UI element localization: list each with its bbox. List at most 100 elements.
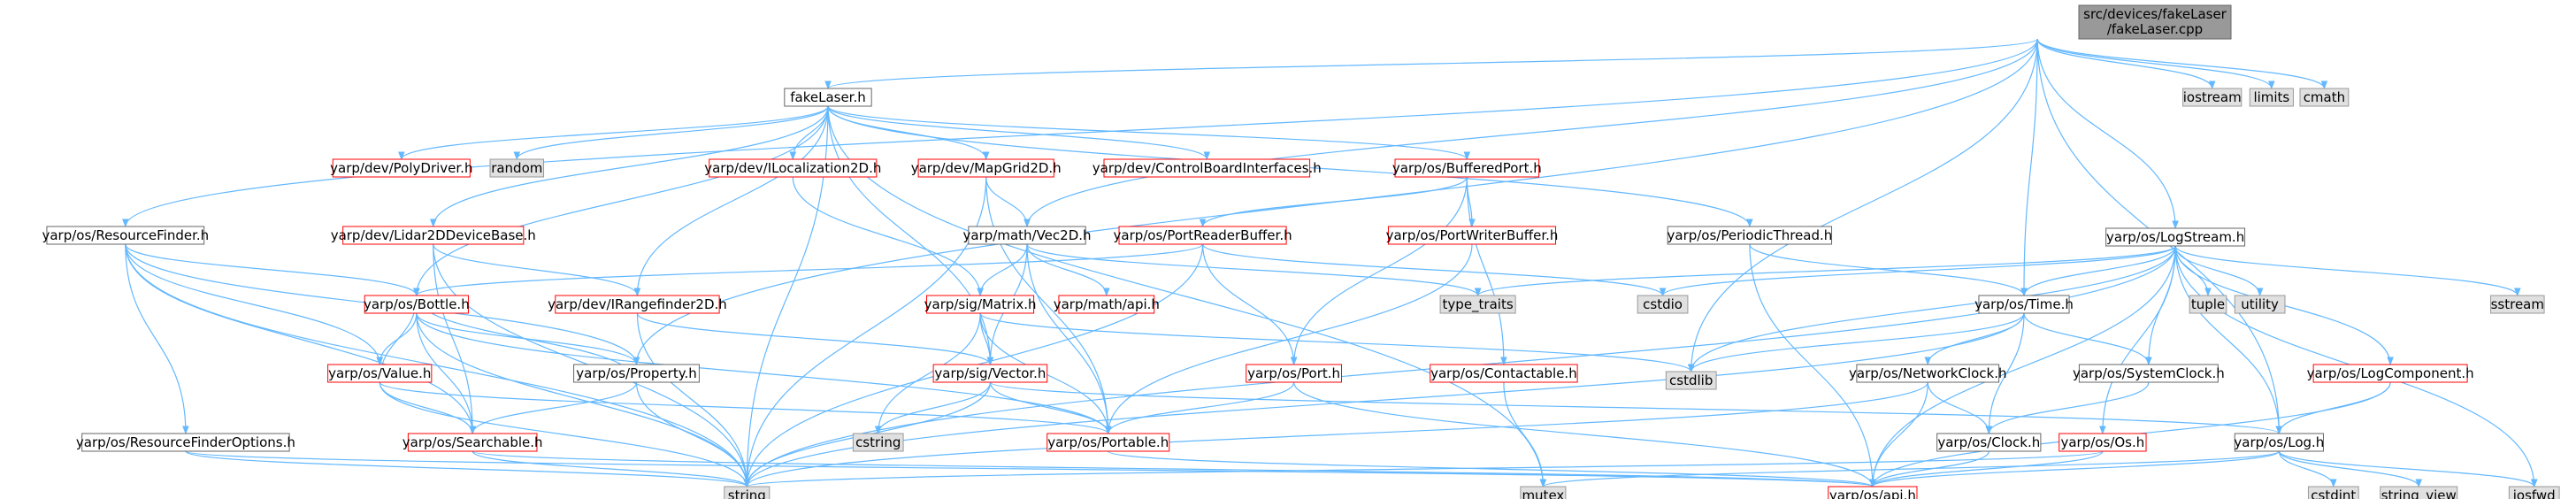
edge-root-to-Time <box>2020 38 2038 296</box>
edge-Log-to-mutex <box>1539 450 2280 487</box>
node-box-mutex <box>1520 486 1567 499</box>
node-fakeLaser_h[interactable]: fakeLaser.h <box>784 88 872 107</box>
node-PortWriterBuffer[interactable]: yarp/os/PortWriterBuffer.h <box>1386 226 1559 245</box>
node-ILocalization[interactable]: yarp/dev/ILocalization2D.h <box>704 158 881 178</box>
node-Vec2D[interactable]: yarp/math/Vec2D.h <box>963 226 1092 245</box>
node-Clock[interactable]: yarp/os/Clock.h <box>1936 433 2042 452</box>
node-box-LogStream <box>2105 227 2246 247</box>
node-osapi[interactable]: yarp/os/api.h <box>1828 486 1918 499</box>
node-sstream[interactable]: sstream <box>2490 295 2545 314</box>
node-box-ResourceFinder <box>46 226 205 245</box>
node-label-SystemClock: yarp/os/SystemClock.h <box>2073 365 2225 381</box>
node-box-PolyDriver <box>332 158 471 178</box>
node-label-Matrix: yarp/sig/Matrix.h <box>924 296 1037 312</box>
node-IRangefinder[interactable]: yarp/dev/IRangefinder2D.h <box>548 295 727 314</box>
node-iostream[interactable]: iostream <box>2182 88 2242 107</box>
edge-fakeLaser_h-to-random <box>513 105 829 160</box>
node-ResourceFinder[interactable]: yarp/os/ResourceFinder.h <box>42 226 209 245</box>
node-Log[interactable]: yarp/os/Log.h <box>2234 433 2324 452</box>
node-Portable[interactable]: yarp/os/Portable.h <box>1046 433 1170 452</box>
edge-Searchable-to-osapi <box>472 450 1876 487</box>
node-box-cstdio <box>1637 295 1689 314</box>
edge-LogStream-to-cstdio <box>1659 245 2176 296</box>
node-box-string_view <box>2380 486 2458 499</box>
edge-LogStream-to-Log <box>2174 245 2283 434</box>
edge-PortReaderBuffer-to-Bottle <box>413 243 1204 296</box>
node-LogStream[interactable]: yarp/os/LogStream.h <box>2105 227 2246 247</box>
edge-LogStream-to-tuple <box>2174 245 2212 296</box>
node-box-Value <box>327 364 433 383</box>
node-label-NetworkClock: yarp/os/NetworkClock.h <box>1849 365 2007 381</box>
node-cstdio[interactable]: cstdio <box>1637 295 1689 314</box>
node-box-cstdint <box>2307 486 2359 499</box>
edge-fakeLaser_h-to-Bottle <box>413 105 829 296</box>
edge-root-to-cmath <box>2036 38 2328 89</box>
edge-Lidar2D-to-IRangefinder <box>433 243 641 296</box>
node-box-cmath <box>2299 88 2350 107</box>
node-cmath[interactable]: cmath <box>2299 88 2350 107</box>
edge-Time-to-string <box>743 312 2025 487</box>
edge-LogStream-to-utility <box>2174 245 2264 296</box>
node-utility[interactable]: utility <box>2234 295 2286 314</box>
node-Value[interactable]: yarp/os/Value.h <box>327 364 433 383</box>
node-root[interactable]: src/devices/fakeLaser /fakeLaser.cpp <box>2078 4 2232 40</box>
node-ControlBoard[interactable]: yarp/dev/ControlBoardInterfaces.h <box>1092 158 1322 178</box>
edge-Vec2D-to-Matrix <box>977 243 1028 296</box>
node-label-RFOptions: yarp/os/ResourceFinderOptions.h <box>76 434 295 450</box>
edge-fakeLaser_h-to-PolyDriver <box>398 105 829 160</box>
node-box-MapGrid2D <box>917 158 1054 178</box>
node-OsOs[interactable]: yarp/os/Os.h <box>2058 433 2147 452</box>
node-label-Property: yarp/os/Property.h <box>576 365 696 381</box>
node-PortReaderBuffer[interactable]: yarp/os/PortReaderBuffer.h <box>1114 226 1292 245</box>
node-label-IRangefinder: yarp/dev/IRangefinder2D.h <box>548 296 727 312</box>
node-SystemClock[interactable]: yarp/os/SystemClock.h <box>2073 364 2225 383</box>
node-box-limits <box>2249 88 2294 107</box>
node-BufferedPort[interactable]: yarp/os/BufferedPort.h <box>1392 158 1542 178</box>
node-label-tuple: tuple <box>2191 296 2225 312</box>
node-Property[interactable]: yarp/os/Property.h <box>573 364 700 383</box>
edge-ILocalization-to-Matrix <box>792 176 984 296</box>
node-PolyDriver[interactable]: yarp/dev/PolyDriver.h <box>330 158 472 178</box>
node-Lidar2D[interactable]: yarp/dev/Lidar2DDeviceBase.h <box>331 226 536 245</box>
node-cstdint[interactable]: cstdint <box>2307 486 2359 499</box>
node-string_view[interactable]: string_view <box>2380 486 2458 499</box>
node-PeriodicThread[interactable]: yarp/os/PeriodicThread.h <box>1668 226 1833 245</box>
node-MapGrid2D[interactable]: yarp/dev/MapGrid2D.h <box>911 158 1062 178</box>
node-limits[interactable]: limits <box>2249 88 2294 107</box>
node-tuple[interactable]: tuple <box>2189 295 2227 314</box>
node-NetworkClock[interactable]: yarp/os/NetworkClock.h <box>1849 364 2007 383</box>
node-Matrix[interactable]: yarp/sig/Matrix.h <box>924 295 1037 314</box>
node-Searchable[interactable]: yarp/os/Searchable.h <box>402 433 543 452</box>
node-label-mathapi: yarp/math/api.h <box>1054 296 1160 312</box>
node-type_traits[interactable]: type_traits <box>1439 295 1516 314</box>
node-LogComponent[interactable]: yarp/os/LogComponent.h <box>2307 364 2474 383</box>
node-box-RFOptions <box>81 433 290 452</box>
node-iosfwd[interactable]: iosfwd <box>2508 486 2560 499</box>
node-label-type_traits: type_traits <box>1443 296 1514 313</box>
node-cstring[interactable]: cstring <box>852 433 904 452</box>
node-Vector[interactable]: yarp/sig/Vector.h <box>932 364 1048 383</box>
node-RFOptions[interactable]: yarp/os/ResourceFinderOptions.h <box>76 433 295 452</box>
node-box-osapi <box>1828 486 1918 499</box>
node-cstdlib[interactable]: cstdlib <box>1665 371 1717 390</box>
node-mathapi[interactable]: yarp/math/api.h <box>1054 295 1160 314</box>
node-string[interactable]: string <box>724 486 770 499</box>
edge-Time-to-cstdlib <box>1687 312 2025 372</box>
node-random[interactable]: random <box>489 158 545 178</box>
node-Time[interactable]: yarp/os/Time.h <box>1974 295 2074 314</box>
edge-fakeLaser_h-to-BufferedPort <box>827 105 1470 160</box>
node-mutex[interactable]: mutex <box>1520 486 1567 499</box>
edge-BufferedPort-to-Contactable <box>1466 176 1507 365</box>
node-Bottle[interactable]: yarp/os/Bottle.h <box>364 295 470 314</box>
edge-PortWriterBuffer-to-Portable <box>1104 243 1473 434</box>
node-box-mathapi <box>1058 295 1155 314</box>
node-label-ILocalization: yarp/dev/ILocalization2D.h <box>704 160 881 176</box>
node-Port[interactable]: yarp/os/Port.h <box>1246 364 1343 383</box>
node-label-BufferedPort: yarp/os/BufferedPort.h <box>1392 160 1542 176</box>
node-label-Log: yarp/os/Log.h <box>2234 434 2324 450</box>
node-label-cstring: cstring <box>855 434 901 450</box>
edge-Property-to-Searchable <box>469 381 638 434</box>
node-Contactable[interactable]: yarp/os/Contactable.h <box>1430 364 1578 383</box>
edge-Property-to-string <box>635 381 751 487</box>
edge-Port-to-osapi <box>1293 381 1876 487</box>
